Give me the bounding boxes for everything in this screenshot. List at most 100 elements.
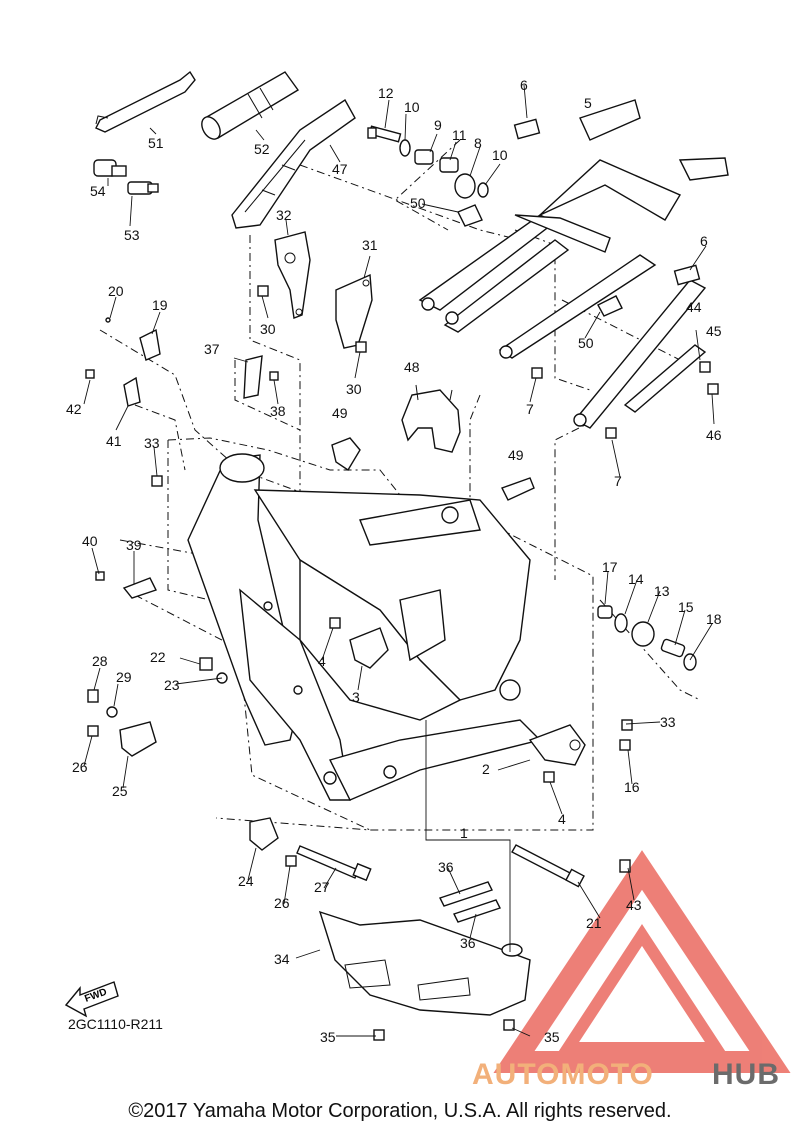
drawing-code: 2GC1110-R211 bbox=[68, 1016, 163, 1032]
callout-3: 3 bbox=[352, 689, 360, 705]
callout-5: 5 bbox=[584, 95, 592, 111]
callout-34: 34 bbox=[274, 951, 290, 967]
callout-46: 46 bbox=[706, 427, 722, 443]
bracket-19 bbox=[139, 328, 161, 361]
callout-28: 28 bbox=[92, 653, 108, 669]
watermark-text-automoto: AUTOMOTO bbox=[472, 1058, 654, 1091]
callout-17: 17 bbox=[602, 559, 618, 575]
bushings-upper bbox=[368, 125, 489, 199]
callout-2: 2 bbox=[482, 761, 490, 777]
callout-49b: 49 bbox=[508, 447, 524, 463]
tool-wrench-51 bbox=[95, 70, 196, 133]
stay-44 bbox=[623, 344, 707, 413]
callout-27: 27 bbox=[314, 879, 330, 895]
clamp-48 bbox=[401, 384, 461, 453]
label-6b bbox=[673, 264, 701, 286]
callout-25: 25 bbox=[112, 783, 128, 799]
bracket-24 bbox=[249, 817, 279, 851]
callout-21: 21 bbox=[586, 915, 602, 931]
callout-36a: 36 bbox=[438, 859, 454, 875]
guide-49-left bbox=[331, 437, 361, 471]
bolt-27 bbox=[296, 845, 372, 882]
callout-1: 1 bbox=[460, 825, 468, 841]
callout-49a: 49 bbox=[332, 405, 348, 421]
callout-41: 41 bbox=[106, 433, 122, 449]
callout-4b: 4 bbox=[558, 811, 566, 827]
watermark-logo bbox=[493, 850, 791, 1073]
callout-43: 43 bbox=[626, 897, 642, 913]
callout-19: 19 bbox=[152, 297, 168, 313]
callout-53: 53 bbox=[124, 227, 140, 243]
callout-52: 52 bbox=[254, 141, 270, 157]
rear-subframe-5 bbox=[418, 99, 729, 429]
callout-13: 13 bbox=[654, 583, 670, 599]
callout-48: 48 bbox=[404, 359, 420, 375]
callout-16: 16 bbox=[624, 779, 640, 795]
watermark-text-hub: HUB bbox=[712, 1058, 780, 1091]
pads-36 bbox=[439, 881, 501, 923]
callout-54: 54 bbox=[90, 183, 106, 199]
callout-50b: 50 bbox=[578, 335, 594, 351]
bushings-lower bbox=[597, 605, 697, 671]
tool-socket-52 bbox=[201, 71, 300, 140]
callout-47: 47 bbox=[332, 161, 348, 177]
bracket-25 bbox=[119, 721, 157, 757]
callout-4a: 4 bbox=[318, 653, 326, 669]
callout-7a: 7 bbox=[526, 401, 534, 417]
callout-22: 22 bbox=[150, 649, 166, 665]
callout-39: 39 bbox=[126, 537, 142, 553]
callout-44: 44 bbox=[686, 299, 702, 315]
part-54 bbox=[93, 159, 127, 177]
skid-plate-34 bbox=[318, 910, 531, 1016]
callout-51: 51 bbox=[148, 135, 164, 151]
callout-9: 9 bbox=[434, 117, 442, 133]
callout-14: 14 bbox=[628, 571, 644, 587]
main-frame-1 bbox=[187, 453, 542, 801]
callout-33a: 33 bbox=[144, 435, 160, 451]
callout-40: 40 bbox=[82, 533, 98, 549]
callout-30a: 30 bbox=[260, 321, 276, 337]
leader-lines bbox=[83, 84, 715, 1037]
callout-35b: 35 bbox=[544, 1029, 560, 1045]
callout-12: 12 bbox=[378, 85, 394, 101]
callout-35a: 35 bbox=[320, 1029, 336, 1045]
callout-6b: 6 bbox=[700, 233, 708, 249]
callout-11: 11 bbox=[452, 127, 467, 143]
bracket-32 bbox=[274, 231, 311, 319]
bracket-39 bbox=[122, 577, 157, 599]
clamp-50b bbox=[597, 295, 623, 317]
callout-numbers: 51 52 47 54 53 32 31 30 30 12 10 9 11 8 … bbox=[66, 77, 722, 1045]
callout-37: 37 bbox=[204, 341, 220, 357]
callout-26a: 26 bbox=[72, 759, 88, 775]
callout-8: 8 bbox=[474, 135, 482, 151]
copyright-notice: ©2017 Yamaha Motor Corporation, U.S.A. A… bbox=[128, 1100, 672, 1122]
callout-20: 20 bbox=[108, 283, 124, 299]
callout-6a: 6 bbox=[520, 77, 528, 93]
label-6a bbox=[513, 118, 541, 140]
bolt-21 bbox=[511, 844, 585, 888]
callout-50a: 50 bbox=[410, 195, 426, 211]
bracket-2 bbox=[528, 724, 586, 766]
callout-30b: 30 bbox=[346, 381, 362, 397]
callout-29: 29 bbox=[116, 669, 132, 685]
assembly-guides bbox=[99, 139, 701, 831]
chain-guide-47 bbox=[231, 98, 356, 229]
callout-18: 18 bbox=[706, 611, 722, 627]
callout-10a: 10 bbox=[404, 99, 420, 115]
fwd-arrow-icon: FWD bbox=[64, 981, 119, 1018]
callout-15: 15 bbox=[678, 599, 694, 615]
callout-31: 31 bbox=[362, 237, 378, 253]
part-53 bbox=[127, 181, 159, 195]
bracket-31 bbox=[335, 273, 373, 349]
callout-32: 32 bbox=[276, 207, 292, 223]
callout-24: 24 bbox=[238, 873, 254, 889]
callout-7b: 7 bbox=[614, 473, 622, 489]
callout-33b: 33 bbox=[660, 714, 676, 730]
callout-10b: 10 bbox=[492, 147, 508, 163]
guide-49-right bbox=[501, 477, 535, 501]
callout-36b: 36 bbox=[460, 935, 476, 951]
callout-26b: 26 bbox=[274, 895, 290, 911]
callout-38: 38 bbox=[270, 403, 286, 419]
clip-37 bbox=[243, 355, 263, 399]
